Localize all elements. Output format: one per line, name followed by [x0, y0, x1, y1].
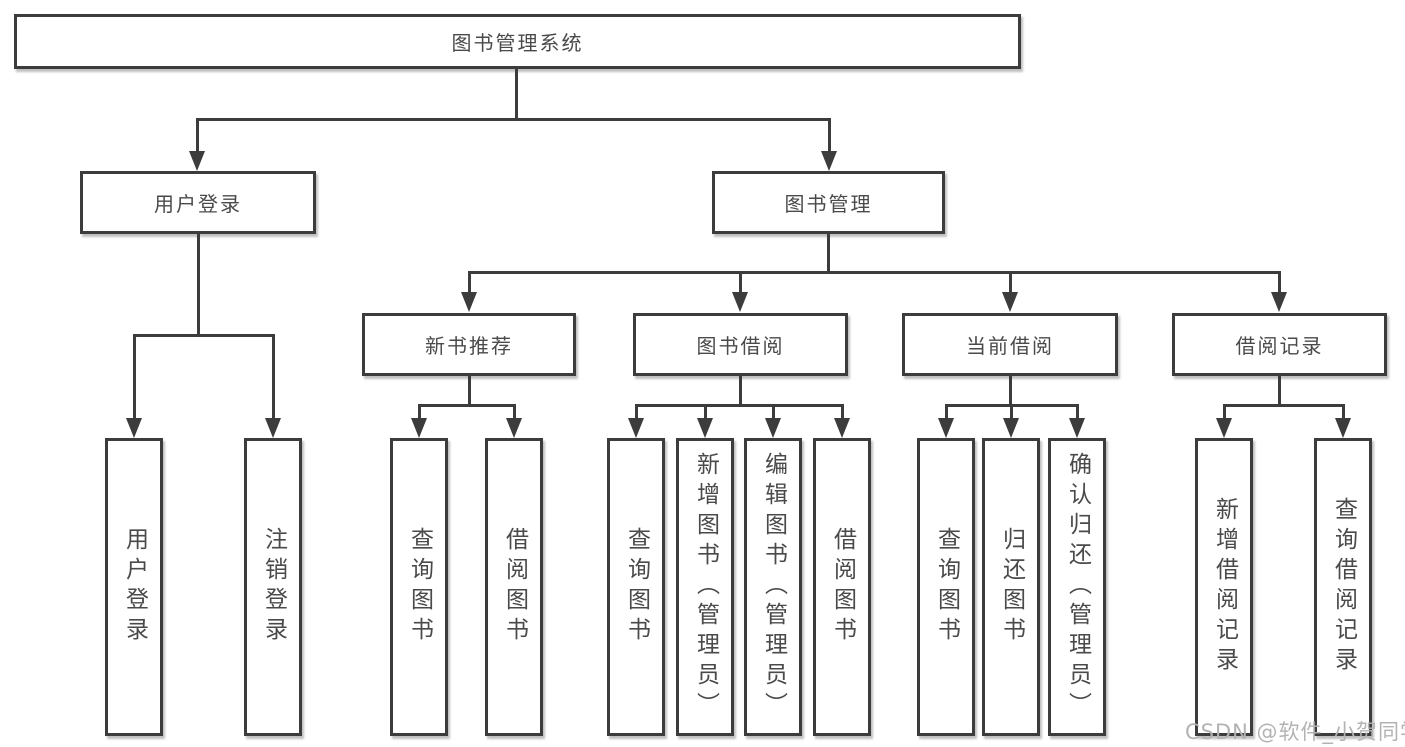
node-book-management: 图书管理	[712, 171, 945, 234]
node-leaf-borrow-books-1: 借阅图书	[485, 438, 543, 736]
connector-line	[739, 271, 742, 294]
arrow-down-icon	[765, 418, 781, 438]
arrow-down-icon	[1003, 418, 1019, 438]
node-leaf-query-borrow-record: 查询借阅记录	[1314, 438, 1372, 736]
node-leaf-confirm-return-admin: 确认归还（管理员）	[1048, 438, 1106, 736]
connector-line	[704, 404, 707, 420]
connector-line	[513, 404, 516, 420]
arrow-down-icon	[461, 292, 477, 312]
node-leaf-add-borrow-record: 新增借阅记录	[1195, 438, 1253, 736]
arrow-down-icon	[732, 292, 748, 312]
connector-line	[828, 118, 831, 153]
connector-line	[133, 334, 274, 337]
connector-line	[418, 404, 516, 407]
arrow-down-icon	[265, 418, 281, 438]
node-leaf-borrow-books-2: 借阅图书	[813, 438, 871, 736]
node-user-login: 用户登录	[80, 171, 316, 234]
connector-line	[739, 376, 742, 407]
connector-line	[515, 69, 518, 120]
node-library-system-root: 图书管理系统	[14, 14, 1021, 69]
connector-line	[1076, 404, 1079, 420]
arrow-down-icon	[1335, 418, 1351, 438]
connector-line	[635, 404, 638, 420]
arrow-down-icon	[1002, 292, 1018, 312]
connector-line	[272, 334, 275, 420]
connector-line	[841, 404, 844, 420]
node-leaf-query-books-2: 查询图书	[607, 438, 665, 736]
node-leaf-return-books: 归还图书	[982, 438, 1040, 736]
connector-line	[1342, 404, 1345, 420]
connector-line	[1278, 271, 1281, 294]
arrow-down-icon	[1069, 418, 1085, 438]
connector-line	[1009, 376, 1012, 407]
connector-line	[1278, 376, 1281, 407]
arrow-down-icon	[628, 418, 644, 438]
connector-line	[1010, 404, 1013, 420]
connector-line	[1223, 404, 1226, 420]
arrow-down-icon	[1271, 292, 1287, 312]
csdn-watermark: CSDN @软件_小贺同学	[1185, 720, 1405, 744]
connector-line	[468, 271, 1280, 274]
connector-line	[635, 404, 844, 407]
connector-line	[468, 271, 471, 294]
connector-line	[945, 404, 948, 420]
arrow-down-icon	[506, 418, 522, 438]
arrow-down-icon	[189, 151, 205, 171]
node-current-borrowing: 当前借阅	[902, 313, 1118, 376]
node-leaf-query-books-1: 查询图书	[390, 438, 448, 736]
connector-line	[196, 118, 830, 121]
connector-line	[827, 234, 830, 274]
node-leaf-add-books-admin: 新增图书（管理员）	[676, 438, 734, 736]
connector-line	[1223, 404, 1345, 407]
node-new-book-recommend: 新书推荐	[362, 313, 576, 376]
arrow-down-icon	[411, 418, 427, 438]
arrow-down-icon	[834, 418, 850, 438]
node-book-borrowing: 图书借阅	[633, 313, 848, 376]
connector-line	[197, 234, 200, 337]
connector-line	[133, 334, 136, 420]
arrow-down-icon	[821, 151, 837, 171]
connector-line	[1009, 271, 1012, 294]
node-borrowing-records: 借阅记录	[1172, 313, 1387, 376]
connector-line	[772, 404, 775, 420]
node-leaf-edit-books-admin: 编辑图书（管理员）	[744, 438, 802, 736]
node-leaf-query-books-3: 查询图书	[917, 438, 975, 736]
node-leaf-logout: 注销登录	[244, 438, 302, 736]
connector-line	[468, 376, 471, 407]
node-leaf-user-login: 用户登录	[105, 438, 163, 736]
connector-line	[196, 118, 199, 153]
arrow-down-icon	[126, 418, 142, 438]
connector-line	[418, 404, 421, 420]
arrow-down-icon	[938, 418, 954, 438]
arrow-down-icon	[697, 418, 713, 438]
arrow-down-icon	[1216, 418, 1232, 438]
